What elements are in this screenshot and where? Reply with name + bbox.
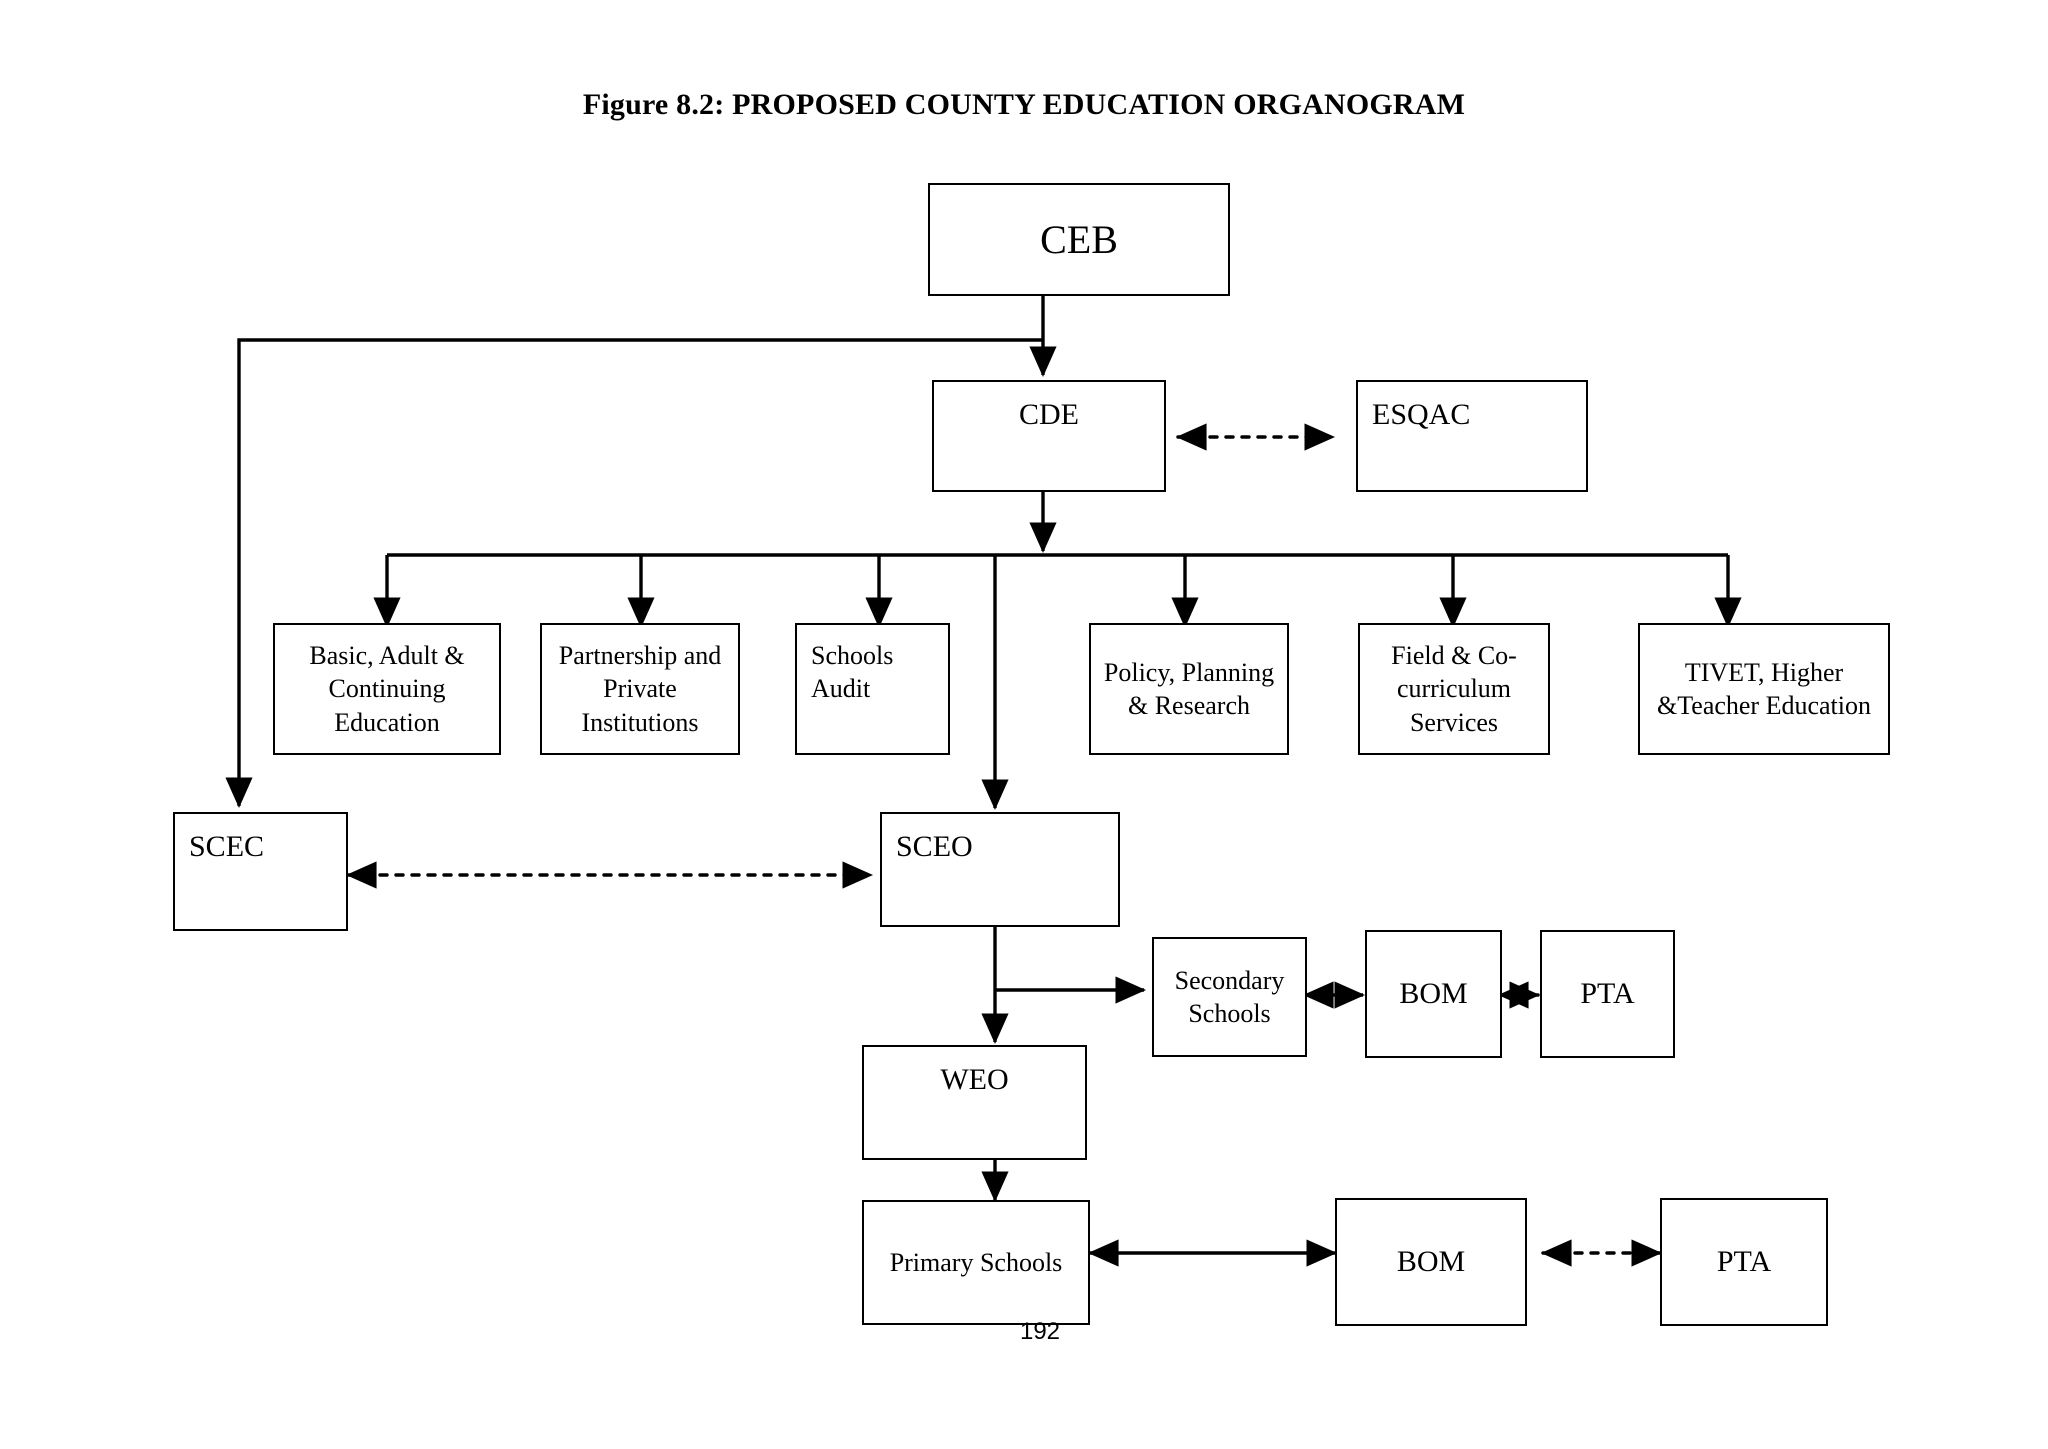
- edge-ceb-scec: [225, 338, 1043, 809]
- node-sceo-label: SCEO: [896, 830, 973, 863]
- node-cde[interactable]: CDE: [932, 380, 1166, 492]
- node-secondary-label: Secondary Schools: [1174, 965, 1285, 1028]
- node-primary-label: Primary Schools: [889, 1247, 1063, 1277]
- page-number: 192: [1019, 1318, 1061, 1345]
- node-scec-label: SCEC: [189, 830, 265, 863]
- node-ceb[interactable]: CEB: [928, 183, 1230, 296]
- node-tivet-higher-teacher-education[interactable]: TIVET, Higher &Teacher Education: [1638, 623, 1890, 755]
- node-scec[interactable]: SCEC: [173, 812, 348, 931]
- node-esqac-label: ESQAC: [1372, 398, 1471, 431]
- node-weo-label: WEO: [940, 1063, 1009, 1096]
- node-partnership-private-institutions[interactable]: Partnership and Private Institutions: [540, 623, 740, 755]
- node-pta-secondary-label: PTA: [1580, 976, 1635, 1010]
- node-pta-secondary[interactable]: PTA: [1540, 930, 1675, 1058]
- node-primary-schools[interactable]: Primary Schools: [862, 1200, 1090, 1325]
- node-bom-primary[interactable]: BOM: [1335, 1198, 1527, 1326]
- figure-title: Figure 8.2: PROPOSED COUNTY EDUCATION OR…: [582, 88, 1466, 121]
- node-field-label: Field & Co-curriculum Services: [1391, 641, 1517, 737]
- node-bom-secondary-label: BOM: [1399, 976, 1468, 1010]
- node-partner-label: Partnership and Private Institutions: [558, 641, 722, 737]
- node-bom-primary-label: BOM: [1396, 1244, 1466, 1278]
- node-pta-primary-label: PTA: [1716, 1244, 1772, 1278]
- node-tivet-label: TIVET, Higher &Teacher Education: [1656, 657, 1872, 720]
- node-bom-secondary[interactable]: BOM: [1365, 930, 1502, 1058]
- node-policy-planning-research[interactable]: Policy, Planning & Research: [1089, 623, 1289, 755]
- node-esqac[interactable]: ESQAC: [1356, 380, 1588, 492]
- node-basic-adult-continuing-education[interactable]: Basic, Adult & Continuing Education: [273, 623, 501, 755]
- node-cde-label: CDE: [1019, 398, 1079, 431]
- node-pta-primary[interactable]: PTA: [1660, 1198, 1828, 1326]
- node-field-co-curriculum-services[interactable]: Field & Co-curriculum Services: [1358, 623, 1550, 755]
- node-schools-audit[interactable]: Schools Audit: [795, 623, 950, 755]
- node-sceo[interactable]: SCEO: [880, 812, 1120, 927]
- node-audit-label: Schools Audit: [811, 641, 894, 704]
- node-secondary-schools[interactable]: Secondary Schools: [1152, 937, 1307, 1057]
- node-policy-label: Policy, Planning & Research: [1103, 657, 1275, 720]
- node-basic-label: Basic, Adult & Continuing Education: [309, 641, 465, 737]
- node-weo[interactable]: WEO: [862, 1045, 1087, 1160]
- node-ceb-label: CEB: [1040, 216, 1118, 262]
